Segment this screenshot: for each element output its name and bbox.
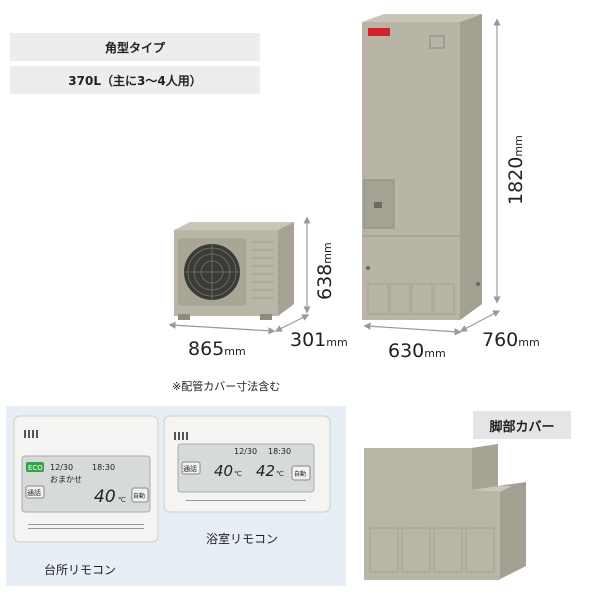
piping-cover-note: ※配管カバー寸法含む	[172, 380, 281, 393]
outdoor-unit-image	[174, 222, 294, 320]
leg-cover-image	[364, 444, 526, 580]
spec-capacity-label: 370L（主に3〜4人用）	[10, 66, 260, 94]
svg-text:通話: 通話	[27, 488, 41, 497]
svg-text:℃: ℃	[234, 470, 242, 478]
bathroom-remote-image: 12/30 18:30 通話 40 ℃ 42 ℃ 自動	[163, 415, 331, 513]
svg-text:12/30: 12/30	[234, 447, 257, 456]
svg-text:自動: 自動	[133, 492, 145, 500]
svg-text:℃: ℃	[276, 470, 284, 478]
svg-text:18:30: 18:30	[268, 447, 291, 456]
brand-label-icon	[368, 28, 390, 36]
tank-width-dimension: 630mm	[388, 340, 446, 362]
svg-text:℃: ℃	[118, 496, 126, 504]
svg-text:おまかせ: おまかせ	[50, 475, 82, 484]
tank-depth-dimension: 760mm	[482, 329, 540, 351]
kitchen-remote-label: 台所リモコン	[44, 563, 117, 577]
tank-height-dimension: 1820mm	[505, 135, 527, 205]
svg-text:40: 40	[214, 462, 233, 480]
svg-text:12/30: 12/30	[50, 463, 73, 472]
svg-text:自動: 自動	[294, 470, 306, 478]
outdoor-height-dimension: 638mm	[314, 242, 336, 300]
leg-cover-title: 脚部カバー	[473, 411, 571, 439]
hot-water-tank-image	[362, 14, 482, 320]
outdoor-depth-dimension: 301mm	[290, 329, 348, 351]
svg-text:40: 40	[94, 487, 116, 507]
svg-text:42: 42	[256, 462, 275, 480]
outdoor-width-dimension: 865mm	[188, 338, 246, 360]
svg-text:ECO: ECO	[28, 464, 43, 472]
svg-text:18:30: 18:30	[92, 463, 115, 472]
bathroom-remote-label: 浴室リモコン	[206, 532, 279, 546]
svg-text:通話: 通話	[183, 464, 197, 473]
kitchen-remote-image: ECO 12/30 18:30 おまかせ 通話 40 ℃ 自動	[13, 415, 159, 543]
spec-type-label: 角型タイプ	[10, 33, 260, 61]
